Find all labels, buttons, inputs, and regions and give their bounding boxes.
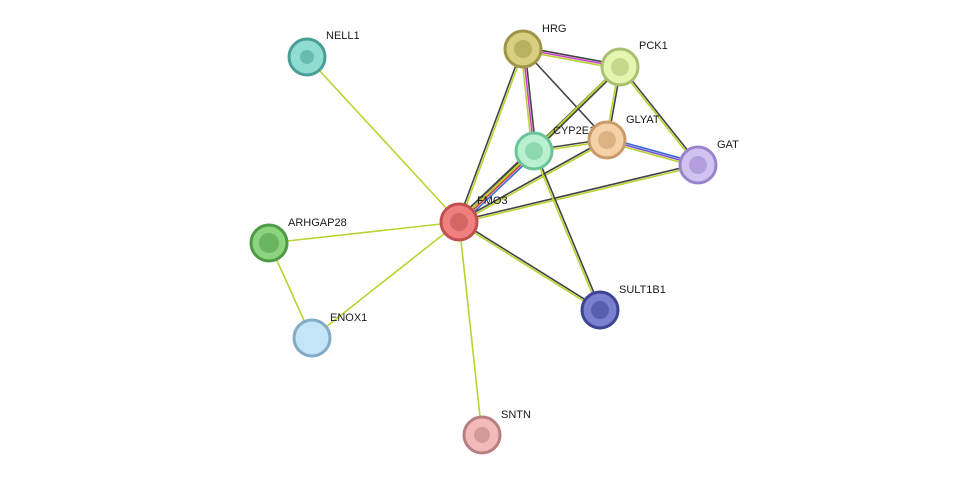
node-hrg[interactable]: HRG [503,23,566,69]
edge-line [458,222,600,312]
edge-line [459,140,608,224]
node-gat[interactable]: GAT [678,139,739,185]
edge-line [532,65,620,151]
protein-structure-icon [474,427,490,443]
node-fmo3-label: FMO3 [477,195,508,207]
protein-structure-icon [525,142,543,160]
node-enox1[interactable]: ENOX1 [292,312,367,358]
edge-fmo3-hrg[interactable] [457,48,525,223]
edge-hrg-glyat[interactable] [522,48,608,141]
nodes-layer: FMO3 NELL1 HRG PCK1 CYP2E1 GLYAT [249,23,739,455]
edge-pck1-cyp2e1[interactable] [532,65,622,153]
node-hrg-label: HRG [542,23,566,35]
node-pck1-label: PCK1 [639,40,668,52]
edge-line [458,221,483,436]
edge-line [457,48,523,222]
node-sult1b1[interactable]: SULT1B1 [580,284,666,330]
protein-structure-icon [300,50,314,64]
protein-structure-icon [514,40,532,58]
edge-line [458,138,607,222]
protein-structure-icon [591,301,609,319]
protein-structure-icon [611,58,629,76]
node-arhgap28[interactable]: ARHGAP28 [249,217,347,263]
edge-line [522,48,608,141]
edge-line [534,67,622,153]
node-sntn[interactable]: SNTN [462,409,531,455]
edge-fmo3-sult1b1[interactable] [458,220,601,312]
node-sntn-label: SNTN [501,409,531,421]
node-enox1-label: ENOX1 [330,312,367,324]
edge-sntn-fmo3[interactable] [458,221,483,436]
node-cyp2e1-label: CYP2E1 [553,125,595,137]
edge-line [458,163,698,222]
edge-arhgap28-fmo3[interactable] [268,221,460,244]
edge-line [306,56,460,223]
edge-cyp2e1-sult1b1[interactable] [532,150,602,311]
node-sult1b1-label: SULT1B1 [619,284,666,296]
edge-line [268,221,460,244]
edge-line [532,151,600,311]
protein-structure-icon [450,213,468,231]
node-enox1-circle[interactable] [292,318,332,358]
edges-layer [268,46,700,436]
edge-line [459,220,601,310]
node-glyat-label: GLYAT [626,114,660,126]
edge-enox1-fmo3[interactable] [311,221,460,339]
edge-line [459,49,525,223]
edge-fmo3-gat[interactable] [458,163,699,224]
node-glyat[interactable]: GLYAT [587,114,660,160]
protein-structure-icon [259,233,279,253]
node-arhgap28-label: ARHGAP28 [288,217,347,229]
protein-structure-icon [598,131,616,149]
edge-line [618,67,698,167]
edge-line [459,165,699,224]
node-pck1[interactable]: PCK1 [600,40,668,87]
edge-line [534,150,602,310]
edge-fmo3-glyat[interactable] [458,138,608,224]
node-fmo3[interactable]: FMO3 [439,195,508,242]
node-cyp2e1[interactable]: CYP2E1 [514,125,595,171]
protein-structure-icon [689,156,707,174]
edge-pck1-gat[interactable] [618,65,700,167]
edge-nell1-fmo3[interactable] [306,56,460,223]
edge-line [620,65,700,165]
edge-line [311,221,460,339]
node-nell1-label: NELL1 [326,30,360,42]
node-gat-label: GAT [717,139,739,151]
node-nell1[interactable]: NELL1 [287,30,360,77]
